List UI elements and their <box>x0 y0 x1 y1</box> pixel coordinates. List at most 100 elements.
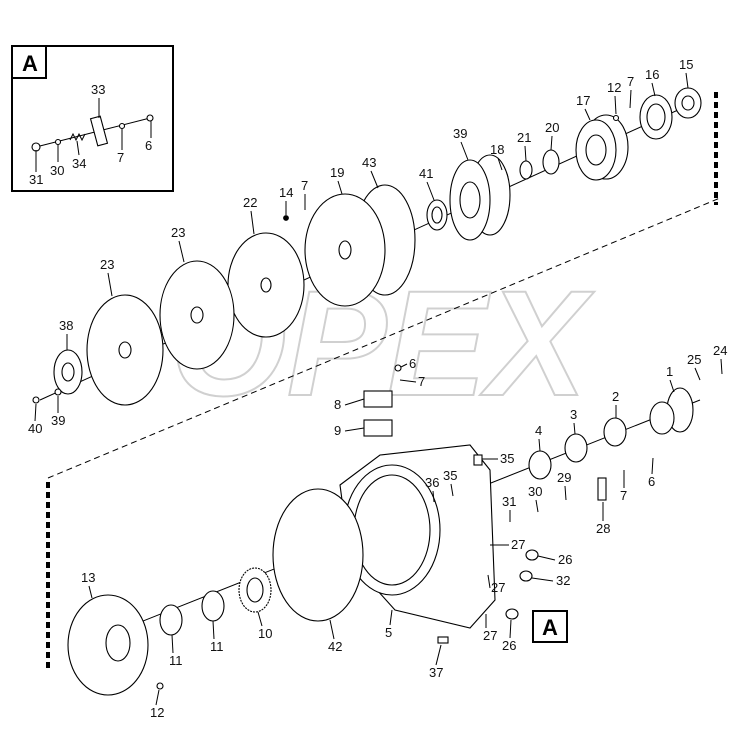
callout-number: 37 <box>429 665 443 680</box>
callout-number: 27 <box>511 537 525 552</box>
callout-number: 31 <box>29 172 43 187</box>
part-10-gear <box>238 567 272 613</box>
part-2-oring <box>603 417 627 447</box>
callout-number: 1 <box>666 364 673 379</box>
part-21-washer <box>519 160 533 180</box>
callout-number: 42 <box>328 639 342 654</box>
part-38-flange <box>53 349 83 395</box>
part-40-bolt <box>32 396 40 404</box>
callout-number: 19 <box>330 165 344 180</box>
part-14-pin <box>283 215 289 221</box>
callout-number: 30 <box>528 484 542 499</box>
callout-number: 29 <box>557 470 571 485</box>
part-8-plate <box>363 390 393 408</box>
callout-number: 9 <box>334 423 341 438</box>
part-42-gasket <box>272 488 364 622</box>
callout-number: 7 <box>627 74 634 89</box>
callout-number: 4 <box>535 423 542 438</box>
callout-number: 38 <box>59 318 73 333</box>
callout-number: 11 <box>210 639 224 654</box>
callout-number: 6 <box>648 474 655 489</box>
detail-assembly <box>31 114 154 152</box>
callout-number: 15 <box>679 57 693 72</box>
callout-number: 12 <box>150 705 164 720</box>
part-9-plate <box>363 419 393 437</box>
callout-number: 17 <box>576 93 590 108</box>
part-12-bolt <box>156 682 164 690</box>
callout-number: 8 <box>334 397 341 412</box>
part-23-disc-b <box>86 294 164 406</box>
callout-number: 16 <box>645 67 659 82</box>
part-41-seal <box>426 199 448 231</box>
callout-number: 35 <box>500 451 514 466</box>
callout-number: 22 <box>243 195 257 210</box>
callout-number: 3 <box>570 407 577 422</box>
callout-number: 6 <box>145 138 152 153</box>
callout-number: 7 <box>301 178 308 193</box>
part-39-washer <box>54 388 62 396</box>
detail-callouts: 33 31 30 34 7 6 <box>29 82 152 187</box>
part-23-disc-a <box>159 260 235 370</box>
callout-box-a <box>532 610 568 643</box>
detail-box-label: A <box>22 51 38 76</box>
callout-number: 39 <box>51 413 65 428</box>
callout-number: 28 <box>596 521 610 536</box>
part-13-cover <box>67 594 149 696</box>
part-26-fitting-b <box>505 608 519 620</box>
callout-number: 25 <box>687 352 701 367</box>
callout-number: 6 <box>409 356 416 371</box>
part-11-bearing-a <box>201 590 225 622</box>
callout-number: 24 <box>713 343 727 358</box>
part-12-screw <box>612 114 620 122</box>
lower-callouts: 6 7 8 9 35 35 36 1 25 24 2 3 4 29 30 31 … <box>81 343 727 720</box>
callout-number: 39 <box>453 126 467 141</box>
callout-number: 27 <box>483 628 497 643</box>
callout-box-a-label: A <box>542 615 558 640</box>
section-divider-line <box>47 197 721 479</box>
callout-number: 36 <box>425 475 439 490</box>
callout-number: 23 <box>100 257 114 272</box>
part-20-washer <box>542 149 560 175</box>
callout-number: 31 <box>502 494 516 509</box>
callout-number: 2 <box>612 389 619 404</box>
callout-number: 21 <box>517 130 531 145</box>
part-11-bearing-b <box>159 604 183 636</box>
part-37-plug <box>437 636 449 644</box>
part-19-cover <box>304 193 386 307</box>
callout-number: 10 <box>258 626 272 641</box>
callout-number: 43 <box>362 155 376 170</box>
part-6-bolt <box>394 364 402 372</box>
callout-number: 12 <box>607 80 621 95</box>
callout-number: 27 <box>491 580 505 595</box>
part-15-cap <box>674 87 702 119</box>
part-3-oring <box>564 433 588 463</box>
callout-number: 34 <box>72 156 86 171</box>
detail-box-frame <box>11 45 174 192</box>
callout-number: 7 <box>418 374 425 389</box>
callout-number: 5 <box>385 625 392 640</box>
part-35-plug <box>473 454 483 466</box>
callout-number: 23 <box>171 225 185 240</box>
part-39-hub <box>449 154 511 241</box>
part-1-flange <box>649 387 694 435</box>
callout-number: 7 <box>117 150 124 165</box>
part-4-oring <box>528 450 552 480</box>
part-26-fitting-a <box>525 549 539 561</box>
part-16-ring <box>639 94 673 140</box>
callout-number: 13 <box>81 570 95 585</box>
callout-number: 35 <box>443 468 457 483</box>
callout-number: 41 <box>419 166 433 181</box>
callout-number: 32 <box>556 573 570 588</box>
part-22-plate <box>227 232 305 338</box>
callout-number: 26 <box>558 552 572 567</box>
part-32-fitting <box>519 570 533 582</box>
callout-number: 14 <box>279 185 293 200</box>
part-28-bracket <box>597 477 607 501</box>
callout-number: 33 <box>91 82 105 97</box>
callout-number: 18 <box>490 142 504 157</box>
upper-callouts: 15 16 7 12 17 20 21 18 39 41 43 19 7 14 … <box>28 57 693 436</box>
callout-number: 11 <box>169 653 183 668</box>
callout-number: 26 <box>502 638 516 653</box>
